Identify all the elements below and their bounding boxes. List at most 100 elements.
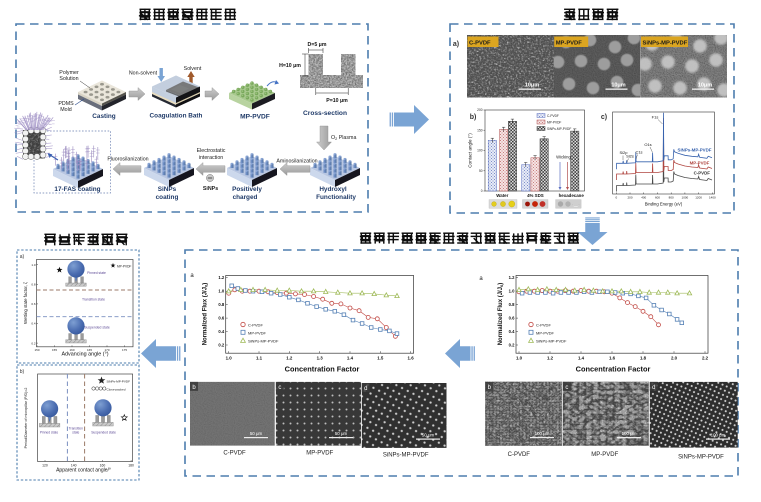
- svg-text:D=5 μm: D=5 μm: [308, 42, 327, 48]
- svg-text:Functionality: Functionality: [316, 194, 356, 201]
- svg-text:MP-PVDF: MP-PVDF: [536, 330, 555, 335]
- svg-text:a): a): [20, 254, 25, 260]
- svg-text:4% SDS: 4% SDS: [527, 193, 544, 198]
- svg-text:0.2: 0.2: [218, 343, 224, 348]
- svg-text:SiNPs-MP-PVDF: SiNPs-MP-PVDF: [547, 127, 571, 131]
- svg-text:1.4: 1.4: [347, 356, 354, 361]
- svg-text:1.2: 1.2: [509, 275, 515, 280]
- svg-text:a): a): [453, 41, 459, 48]
- svg-text:150: 150: [34, 348, 39, 352]
- svg-text:d: d: [364, 386, 367, 392]
- svg-text:1000: 1000: [682, 196, 689, 200]
- svg-text:50 μm: 50 μm: [335, 431, 348, 436]
- svg-text:1.2: 1.2: [286, 356, 293, 361]
- svg-text:SiNPs-MP-PVDF: SiNPs-MP-PVDF: [383, 453, 429, 459]
- svg-text:0.8: 0.8: [31, 283, 36, 287]
- svg-text:50 μm: 50 μm: [422, 433, 435, 438]
- svg-text:interaction: interaction: [199, 155, 223, 161]
- svg-text:H=10 μm: H=10 μm: [279, 63, 301, 69]
- svg-text:2.0: 2.0: [671, 356, 678, 361]
- svg-text:175: 175: [122, 348, 127, 352]
- svg-text:Concentration Factor: Concentration Factor: [285, 365, 360, 374]
- svg-text:1.0: 1.0: [31, 263, 36, 267]
- svg-text:0.4: 0.4: [509, 329, 515, 334]
- svg-text:F1s: F1s: [652, 115, 659, 120]
- svg-text:Normalized Flux (J/J0): Normalized Flux (J/J0): [203, 283, 209, 346]
- svg-text:C1s: C1s: [635, 150, 642, 155]
- svg-text:d: d: [652, 385, 655, 391]
- svg-text:MP-PVDF: MP-PVDF: [306, 451, 333, 457]
- svg-text:Contact angle (°): Contact angle (°): [468, 133, 473, 168]
- svg-text:C-PVDF: C-PVDF: [248, 322, 263, 327]
- svg-text:100 μm: 100 μm: [622, 431, 637, 436]
- svg-text:0.2: 0.2: [509, 343, 515, 348]
- svg-text:10μm: 10μm: [611, 83, 625, 89]
- svg-text:1.1: 1.1: [256, 356, 263, 361]
- svg-text:c: c: [278, 385, 281, 391]
- svg-text:Apparent contact angle/°: Apparent contact angle/°: [56, 468, 111, 474]
- svg-text:SiNPs: SiNPs: [158, 186, 177, 193]
- svg-text:Pinned state: Pinned state: [40, 431, 58, 435]
- svg-text:C-PVDF: C-PVDF: [223, 451, 246, 457]
- svg-text:c): c): [601, 114, 607, 121]
- svg-text:100 μm: 100 μm: [711, 433, 726, 438]
- svg-text:MP-PVDF: MP-PVDF: [240, 114, 270, 121]
- svg-text:Wicking: Wicking: [556, 155, 571, 160]
- svg-text:1.4: 1.4: [578, 356, 585, 361]
- svg-text:1.2: 1.2: [218, 275, 224, 280]
- svg-text:O2 Plasma: O2 Plasma: [331, 135, 356, 141]
- svg-text:Solvent: Solvent: [184, 66, 202, 72]
- svg-text:50 μm: 50 μm: [250, 431, 263, 436]
- svg-text:SiNPs-MP-PVDF: SiNPs-MP-PVDF: [643, 40, 688, 46]
- svg-text:200: 200: [477, 108, 483, 112]
- svg-text:Suspended state: Suspended state: [84, 326, 110, 330]
- svg-text:Mold: Mold: [60, 107, 72, 113]
- svg-text:Cross-section: Cross-section: [303, 110, 347, 117]
- svg-text:0.8: 0.8: [218, 302, 224, 307]
- svg-text:SiNPs: SiNPs: [203, 186, 218, 192]
- svg-text:17-FAS coating: 17-FAS coating: [54, 186, 100, 193]
- svg-text:1.2: 1.2: [547, 356, 554, 361]
- svg-text:200: 200: [628, 196, 633, 200]
- svg-text:Pinned state: Pinned state: [87, 271, 106, 275]
- svg-text:b): b): [470, 114, 477, 121]
- svg-text:C-PVDF: C-PVDF: [694, 171, 711, 176]
- svg-text:0: 0: [481, 189, 483, 193]
- svg-text:Non-solvent: Non-solvent: [129, 71, 158, 77]
- svg-text:MP-PVDF: MP-PVDF: [690, 161, 710, 166]
- svg-text:Water: Water: [496, 193, 508, 198]
- svg-text:charged: charged: [233, 194, 258, 201]
- svg-text:10μm: 10μm: [698, 83, 712, 89]
- svg-text:Normalized Flux (J/J0): Normalized Flux (J/J0): [498, 283, 504, 346]
- svg-text:0.4: 0.4: [218, 329, 224, 334]
- svg-text:1.6: 1.6: [408, 356, 415, 361]
- svg-text:Hydroxyl: Hydroxyl: [319, 186, 347, 193]
- svg-text:120: 120: [42, 464, 48, 468]
- svg-text:MP-PVDF: MP-PVDF: [591, 452, 618, 458]
- svg-text:Si2s: Si2s: [626, 154, 634, 159]
- svg-text:Casting: Casting: [92, 113, 116, 120]
- svg-text:C-PVDF: C-PVDF: [469, 40, 491, 46]
- svg-text:MP-PVDF: MP-PVDF: [117, 264, 131, 268]
- svg-text:1.0: 1.0: [509, 289, 515, 294]
- svg-text:400: 400: [641, 196, 646, 200]
- svg-text:1.3: 1.3: [317, 356, 324, 361]
- svg-text:C-PVDF: C-PVDF: [536, 322, 551, 327]
- svg-text:Solution: Solution: [59, 76, 78, 82]
- svg-text:SiNPs-MP-PVDF: SiNPs-MP-PVDF: [678, 148, 712, 153]
- svg-text:10μm: 10μm: [525, 83, 539, 89]
- svg-text:SiNPs-MP-PVDF: SiNPs-MP-PVDF: [107, 379, 131, 383]
- svg-text:1.0: 1.0: [218, 289, 224, 294]
- svg-text:100: 100: [477, 149, 483, 153]
- svg-text:155: 155: [52, 348, 57, 352]
- svg-text:MP-PVDF: MP-PVDF: [547, 121, 561, 125]
- svg-text:Aminosilanization: Aminosilanization: [276, 159, 317, 165]
- svg-text:MP-PVDF: MP-PVDF: [556, 40, 583, 46]
- svg-text:1.5: 1.5: [377, 356, 384, 361]
- svg-text:100 μm: 100 μm: [535, 431, 550, 436]
- svg-text:1200: 1200: [695, 196, 702, 200]
- svg-text:1.6: 1.6: [609, 356, 616, 361]
- svg-text:P=10 μm: P=10 μm: [326, 98, 348, 104]
- svg-text:1.0: 1.0: [226, 356, 233, 361]
- svg-text:coating: coating: [156, 194, 179, 201]
